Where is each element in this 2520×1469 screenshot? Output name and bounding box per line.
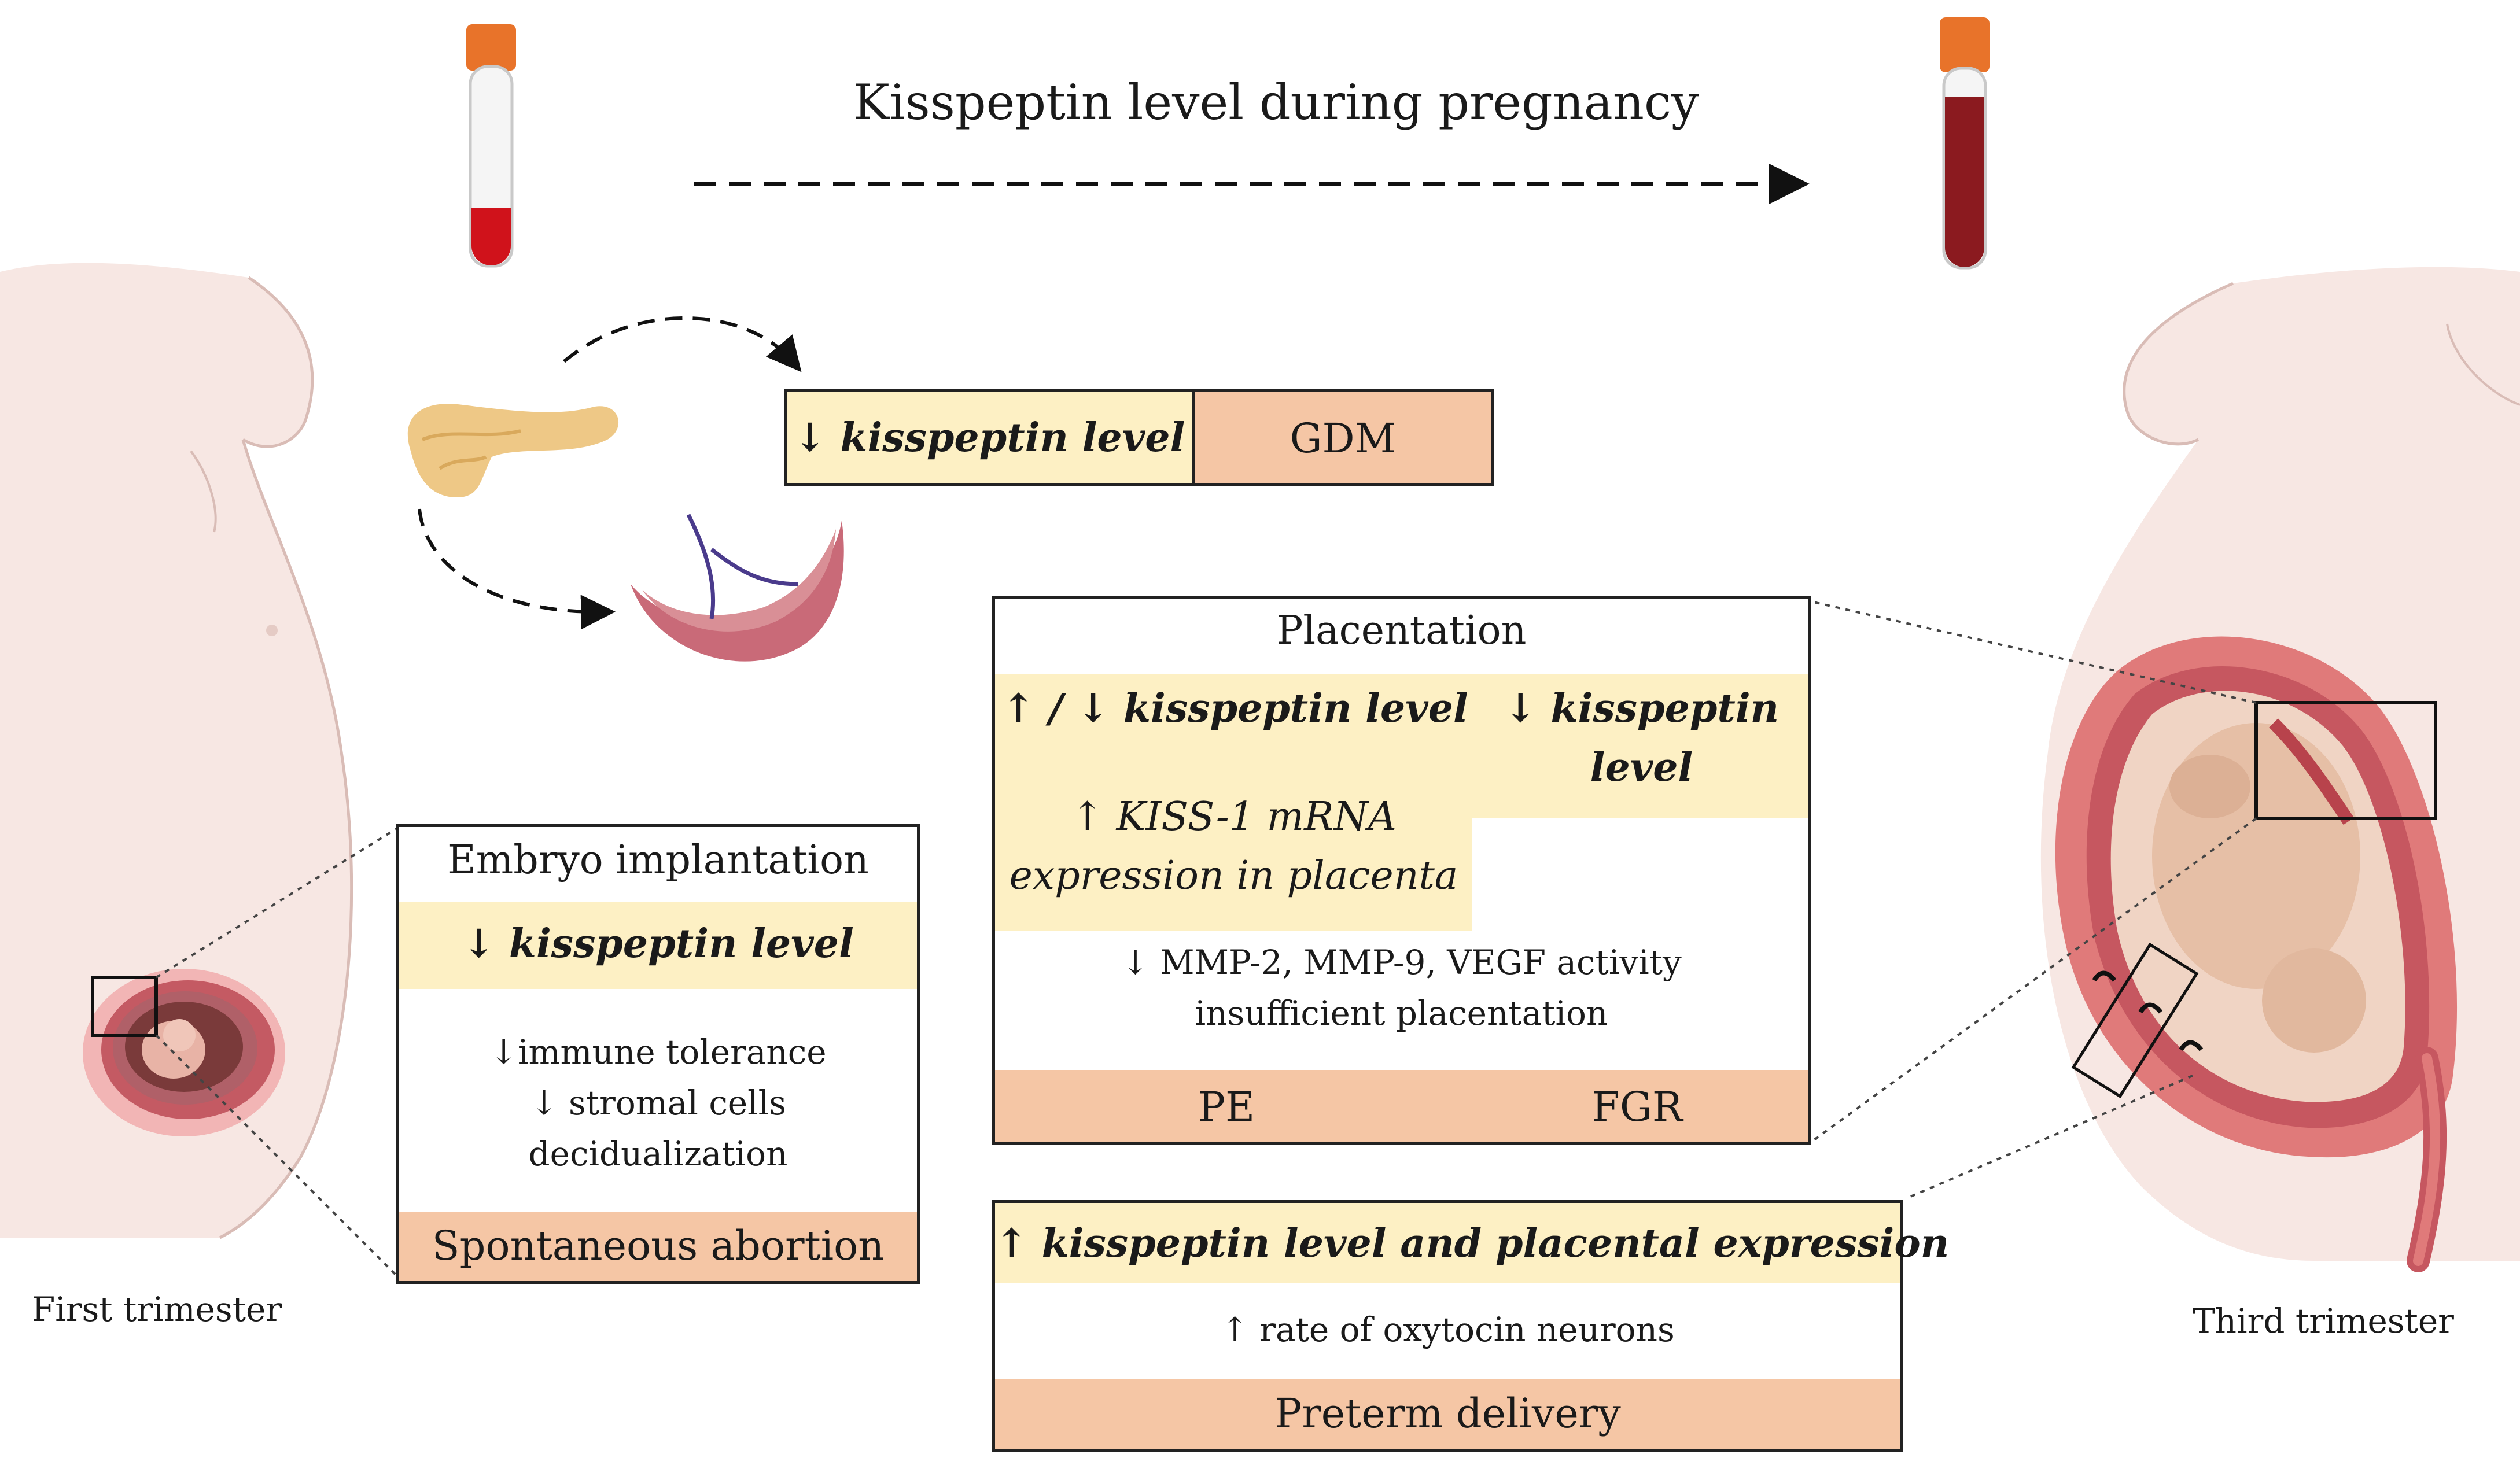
placentation-heading: Placentation [1276,608,1527,654]
first-trimester-body-illustration [0,263,353,1239]
preterm-effect-band [995,1203,1900,1283]
third-trimester-label: Third trimester [2193,1301,2454,1341]
placentation-outcome-band [995,1070,1808,1142]
placentation-effect-band [995,674,1808,818]
embryo-line-2: ↓ stromal cells [530,1083,786,1123]
placentation-mrna-band [995,818,1472,931]
preterm-outcome-text: Preterm delivery [1274,1390,1621,1437]
placentation-effect-left: ↑ / ↓ kisspeptin level [1002,685,1468,732]
placentation-effect-right-2: level [1590,744,1693,791]
placentation-mrna-2: expression in placenta [1009,853,1458,899]
first-trimester-label: First trimester [32,1290,282,1329]
preterm-effect-text: ↑ kisspeptin level and placental express… [995,1220,1950,1267]
pancreas-icon [407,404,619,497]
pancreas-to-placenta-arrow [418,508,616,630]
placentation-mrna-1: ↑ KISS-1 mRNA [1071,794,1397,840]
gdm-effect-text: ↓ kisspeptin level [793,415,1185,461]
first-trimester-uterus-illustration [83,826,400,1279]
third-trimester-uterus-illustration [1810,600,2458,1272]
pancreas-to-gdm-arrow [563,316,802,372]
placentation-mechanism-2: insufficient placentation [1195,994,1608,1033]
page-title: Kisspeptin level during pregnancy [853,74,1699,131]
embryo-outcome-band [399,1212,917,1281]
preterm-mechanism-text: ↑ rate of oxytocin neurons [1221,1310,1675,1349]
embryo-implantation-box: Embryo implantation ↓ kisspeptin level ↓… [396,824,920,1284]
embryo-effect-text: ↓ kisspeptin level [462,921,854,967]
preterm-box: ↑ kisspeptin level and placental express… [992,1200,1950,1452]
placenta-icon [631,514,844,662]
gdm-outcome-box: GDM [1192,389,1494,486]
preterm-outcome-band [995,1379,1900,1449]
placentation-effect-right-1: ↓ kisspeptin [1504,685,1780,732]
placentation-outcome-pe: PE [1198,1083,1255,1131]
embryo-line-3: decidualization [528,1134,788,1173]
blood-tube-low-icon [466,24,516,268]
embryo-outcome-text: Spontaneous abortion [432,1222,885,1269]
gdm-outcome-text: GDM [1290,415,1397,462]
embryo-line-1: ↓immune tolerance [489,1032,827,1072]
gdm-effect-box: ↓ kisspeptin level [784,389,1195,486]
blood-tube-high-icon [1940,17,1990,270]
embryo-effect-band [399,902,917,989]
placentation-outcome-fgr: FGR [1591,1083,1683,1131]
placentation-box: Placentation ↑ / ↓ kisspeptin level ↓ ki… [992,596,1811,1145]
placentation-mechanism-1: ↓ MMP-2, MMP-9, VEGF activity [1121,943,1682,982]
embryo-heading: Embryo implantation [447,837,869,883]
